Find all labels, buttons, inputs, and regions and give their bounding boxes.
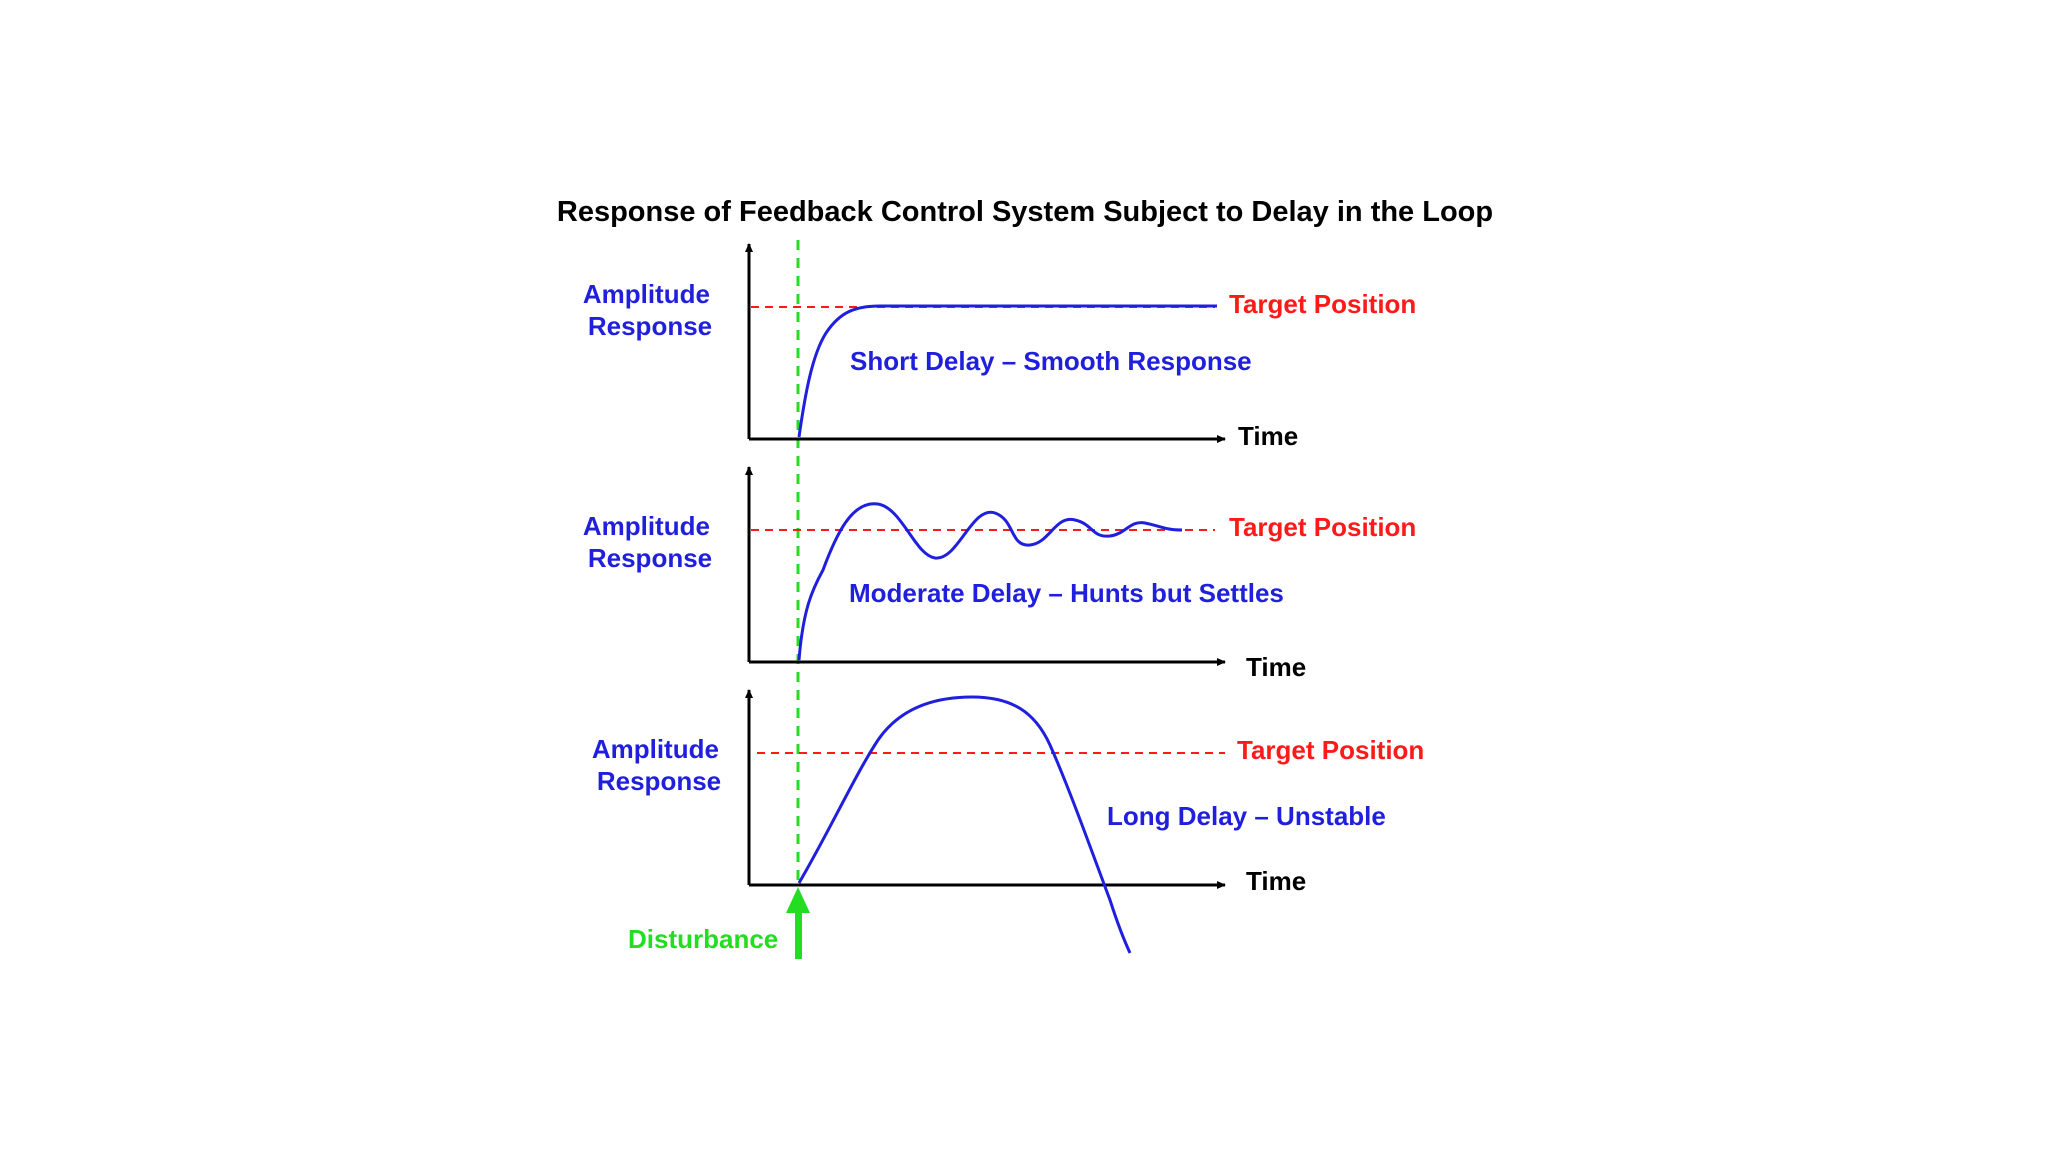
panel-long-delay: Amplitude Response Target Position Long …: [592, 689, 1424, 954]
case-label: Moderate Delay – Hunts but Settles: [849, 578, 1284, 608]
time-label: Time: [1246, 866, 1306, 896]
disturbance-label: Disturbance: [628, 924, 778, 954]
case-label: Long Delay – Unstable: [1107, 801, 1386, 831]
y-axis-label-line1: Amplitude: [583, 279, 710, 309]
target-position-label: Target Position: [1237, 735, 1424, 765]
y-axis-label-line1: Amplitude: [592, 734, 719, 764]
y-axis-label: Amplitude Response: [592, 734, 726, 796]
y-axis-label: Amplitude Response: [583, 511, 717, 573]
up-arrow-icon: [786, 887, 810, 959]
y-axis-label-line2: Response: [597, 766, 721, 796]
response-curve: [797, 502, 1183, 661]
panel-short-delay: Amplitude Response Target Position Short…: [583, 243, 1416, 451]
time-label: Time: [1238, 421, 1298, 451]
case-label: Short Delay – Smooth Response: [850, 346, 1252, 376]
y-axis-label-line2: Response: [588, 543, 712, 573]
target-position-label: Target Position: [1229, 512, 1416, 542]
target-position-label: Target Position: [1229, 289, 1416, 319]
time-label: Time: [1246, 652, 1306, 682]
response-curve: [797, 695, 1132, 954]
response-curve: [797, 304, 1217, 438]
y-axis-label-line1: Amplitude: [583, 511, 710, 541]
panel-moderate-delay: Amplitude Response Target Position Moder…: [583, 466, 1416, 682]
y-axis-label: Amplitude Response: [583, 279, 717, 341]
y-axis-label-line2: Response: [588, 311, 712, 341]
diagram-title: Response of Feedback Control System Subj…: [557, 196, 1493, 228]
